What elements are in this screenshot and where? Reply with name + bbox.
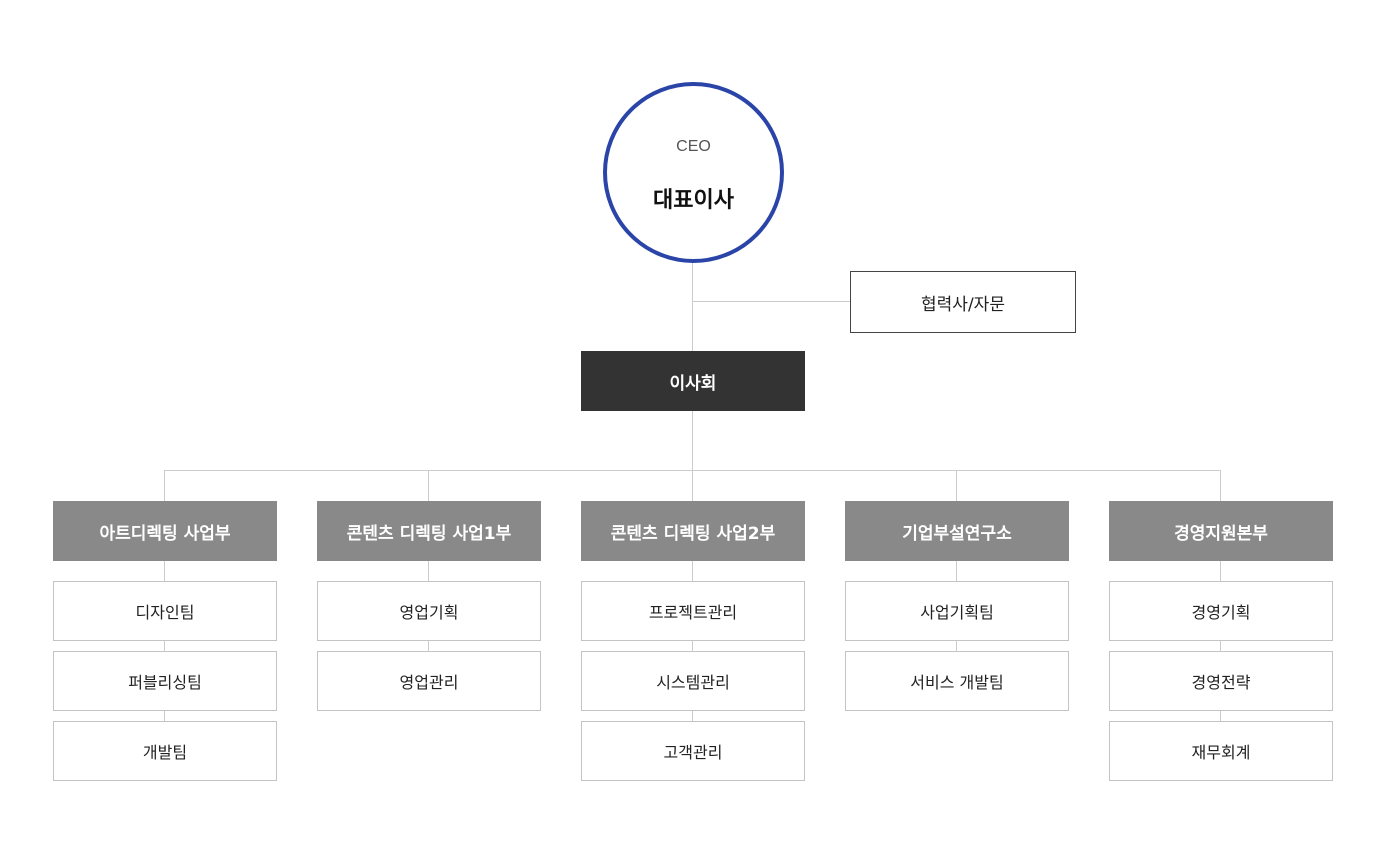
partner-node: 협력사/자문 bbox=[850, 271, 1076, 333]
ceo-title-en: CEO bbox=[676, 138, 711, 155]
team-connector bbox=[692, 561, 693, 721]
team-node: 퍼블리싱팀 bbox=[53, 651, 277, 711]
team-label: 재무회계 bbox=[1191, 743, 1251, 762]
partner-connector bbox=[692, 301, 850, 302]
ceo-node: CEO 대표이사 bbox=[603, 82, 784, 263]
team-label: 영업기획 bbox=[399, 603, 459, 622]
team-node: 경영전략 bbox=[1109, 651, 1333, 711]
dept-label: 아트디렉팅 사업부 bbox=[99, 523, 231, 544]
dept-research-lab: 기업부설연구소 bbox=[845, 501, 1069, 561]
team-node: 경영기획 bbox=[1109, 581, 1333, 641]
team-node: 개발팀 bbox=[53, 721, 277, 781]
team-label: 서비스 개발팀 bbox=[910, 673, 1004, 692]
board-node: 이사회 bbox=[581, 351, 805, 411]
team-node: 사업기획팀 bbox=[845, 581, 1069, 641]
team-label: 사업기획팀 bbox=[920, 603, 994, 622]
dept-label: 기업부설연구소 bbox=[902, 523, 1012, 544]
dept-content-directing-2: 콘텐츠 디렉팅 사업2부 bbox=[581, 501, 805, 561]
team-label: 영업관리 bbox=[399, 673, 459, 692]
team-node: 시스템관리 bbox=[581, 651, 805, 711]
dept-label: 경영지원본부 bbox=[1174, 523, 1268, 544]
dept-drop-connector bbox=[164, 470, 165, 501]
board-label: 이사회 bbox=[669, 373, 717, 394]
team-label: 경영기획 bbox=[1191, 603, 1251, 622]
team-node: 영업관리 bbox=[317, 651, 541, 711]
team-node: 디자인팀 bbox=[53, 581, 277, 641]
dept-label: 콘텐츠 디렉팅 사업1부 bbox=[346, 523, 512, 544]
team-label: 개발팀 bbox=[142, 743, 188, 762]
team-label: 디자인팀 bbox=[135, 603, 195, 622]
team-label: 프로젝트관리 bbox=[648, 603, 738, 622]
team-node: 프로젝트관리 bbox=[581, 581, 805, 641]
team-label: 경영전략 bbox=[1191, 673, 1251, 692]
dept-drop-connector bbox=[956, 470, 957, 501]
team-label: 시스템관리 bbox=[656, 673, 730, 692]
ceo-title-ko: 대표이사 bbox=[653, 188, 734, 213]
dept-management-support: 경영지원본부 bbox=[1109, 501, 1333, 561]
team-label: 고객관리 bbox=[663, 743, 723, 762]
team-connector bbox=[1220, 561, 1221, 721]
dept-label: 콘텐츠 디렉팅 사업2부 bbox=[610, 523, 776, 544]
dept-drop-connector bbox=[428, 470, 429, 501]
team-node: 재무회계 bbox=[1109, 721, 1333, 781]
dept-content-directing-1: 콘텐츠 디렉팅 사업1부 bbox=[317, 501, 541, 561]
board-to-depts-connector bbox=[692, 411, 693, 471]
partner-label: 협력사/자문 bbox=[921, 294, 1005, 315]
team-node: 고객관리 bbox=[581, 721, 805, 781]
team-node: 영업기획 bbox=[317, 581, 541, 641]
team-label: 퍼블리싱팀 bbox=[128, 673, 202, 692]
ceo-to-board-connector bbox=[692, 259, 693, 351]
team-node: 서비스 개발팀 bbox=[845, 651, 1069, 711]
team-connector bbox=[164, 561, 165, 721]
dept-art-directing: 아트디렉팅 사업부 bbox=[53, 501, 277, 561]
dept-drop-connector bbox=[1220, 470, 1221, 501]
dept-drop-connector bbox=[692, 470, 693, 501]
